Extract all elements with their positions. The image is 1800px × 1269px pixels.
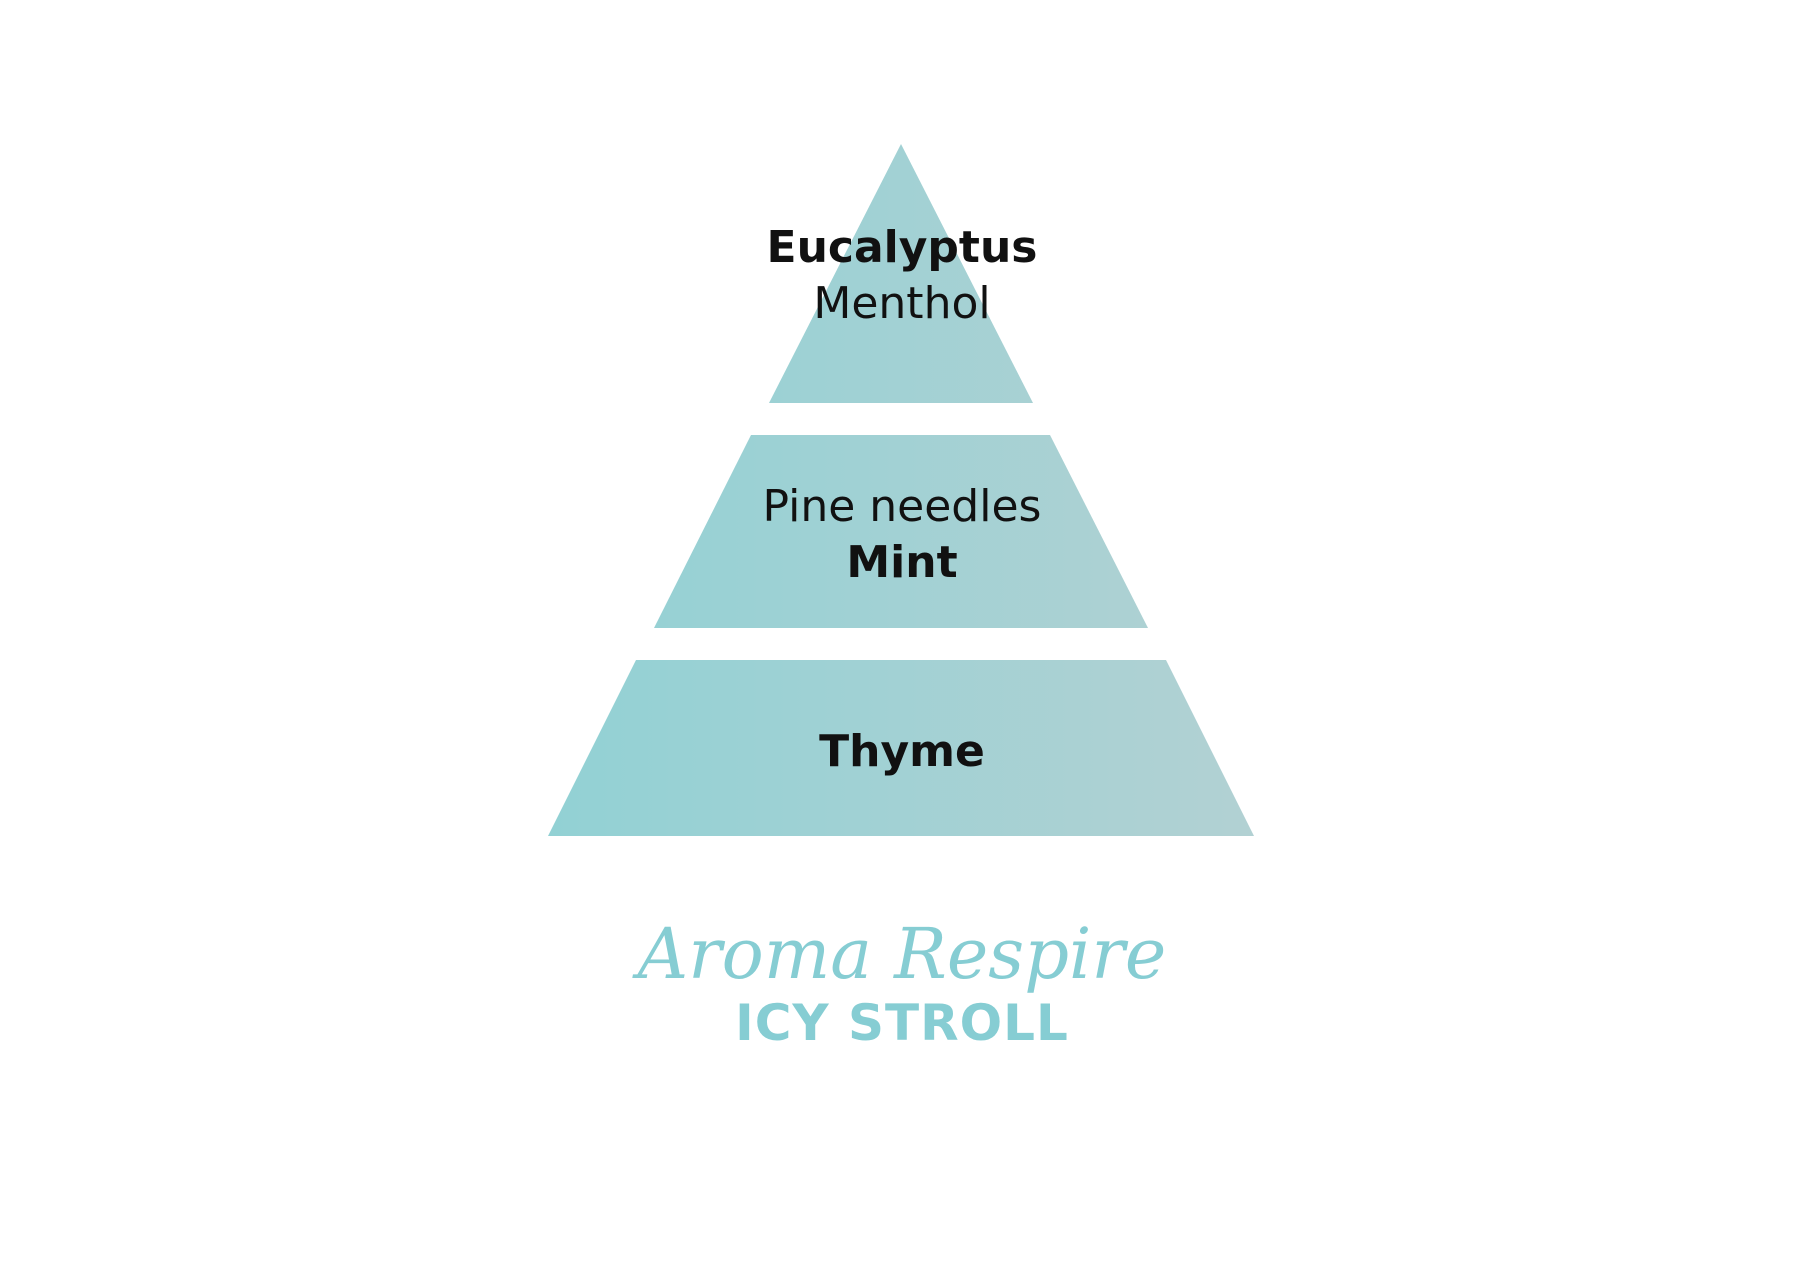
pyramid-middle-tier	[654, 435, 1148, 628]
middle-note-pine-needles: Pine needles	[763, 481, 1042, 532]
pyramid-top-tier	[769, 144, 1033, 403]
base-note-thyme: Thyme	[819, 726, 985, 777]
brand-script-title: Aroma Respire	[632, 913, 1167, 995]
top-note-eucalyptus: Eucalyptus	[767, 222, 1038, 273]
pyramid-base-tier	[548, 660, 1254, 836]
product-name: ICY STROLL	[735, 994, 1069, 1052]
top-note-menthol: Menthol	[813, 278, 990, 329]
middle-note-mint: Mint	[846, 537, 957, 588]
